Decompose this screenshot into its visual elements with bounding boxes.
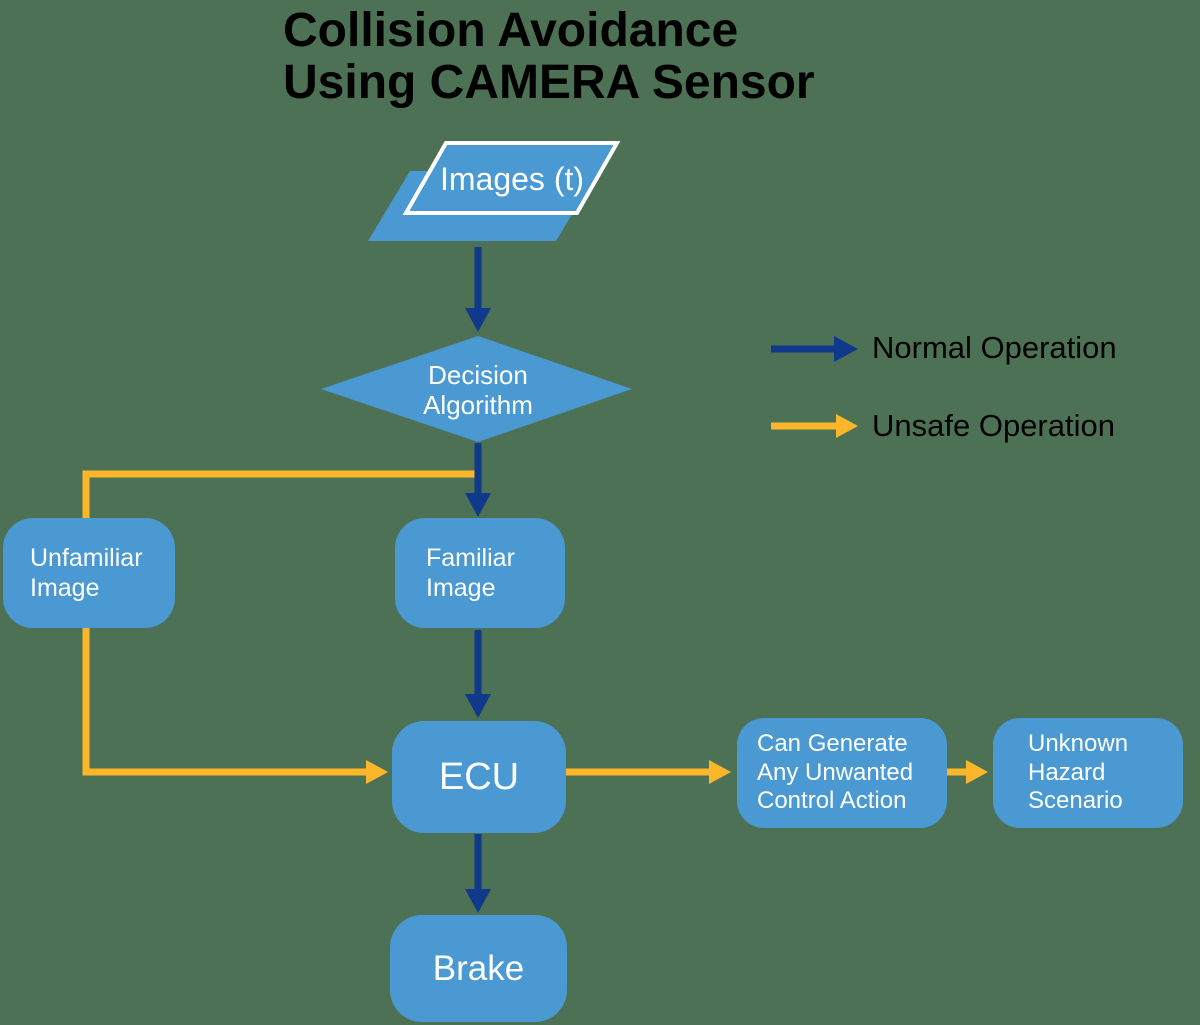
decision-diamond: [321, 336, 632, 442]
node-decision-line2: Algorithm: [423, 390, 533, 420]
node-images-label: Images (t): [439, 161, 585, 197]
node-can-generate: Can Generate Any Unwanted Control Action: [737, 718, 947, 828]
images-parallelogram: [402, 141, 621, 215]
node-familiar-line1: Familiar: [426, 544, 515, 572]
node-decision-label: Decision Algorithm: [378, 360, 578, 420]
node-familiar-image: Familiar Image: [395, 518, 565, 628]
node-familiar-line2: Image: [426, 574, 496, 602]
node-unknown-hazard-line2: Hazard: [1028, 758, 1106, 786]
node-unknown-hazard-line1: Unknown: [1028, 730, 1129, 758]
node-unfamiliar-image: Unfamiliar Image: [3, 518, 175, 628]
node-unfamiliar-line2: Image: [30, 574, 100, 602]
node-can-generate-line1: Can Generate: [757, 730, 908, 758]
node-unfamiliar-line1: Unfamiliar: [30, 544, 143, 572]
legend-normal-label: Normal Operation: [872, 330, 1117, 365]
node-can-generate-line3: Control Action: [757, 787, 907, 815]
node-unknown-hazard: Unknown Hazard Scenario: [993, 718, 1183, 828]
legend-unsafe-label: Unsafe Operation: [872, 408, 1115, 443]
node-ecu-label: ECU: [438, 755, 520, 798]
node-brake-label: Brake: [432, 948, 525, 988]
arrow-unfamiliar-to-ecu: [82, 628, 388, 784]
arrow-decision-to-unfamiliar: [82, 470, 477, 518]
node-can-generate-line2: Any Unwanted: [757, 758, 914, 786]
diagram-title-line2: Using CAMERA Sensor: [283, 56, 815, 109]
diagram-title-line1: Collision Avoidance: [283, 4, 739, 57]
node-unknown-hazard-line3: Scenario: [1028, 787, 1123, 815]
node-decision-line1: Decision: [428, 360, 528, 390]
node-brake: Brake: [390, 915, 567, 1022]
diagram-title: Collision Avoidance Using CAMERA Sensor: [283, 5, 815, 109]
node-ecu: ECU: [392, 721, 566, 833]
